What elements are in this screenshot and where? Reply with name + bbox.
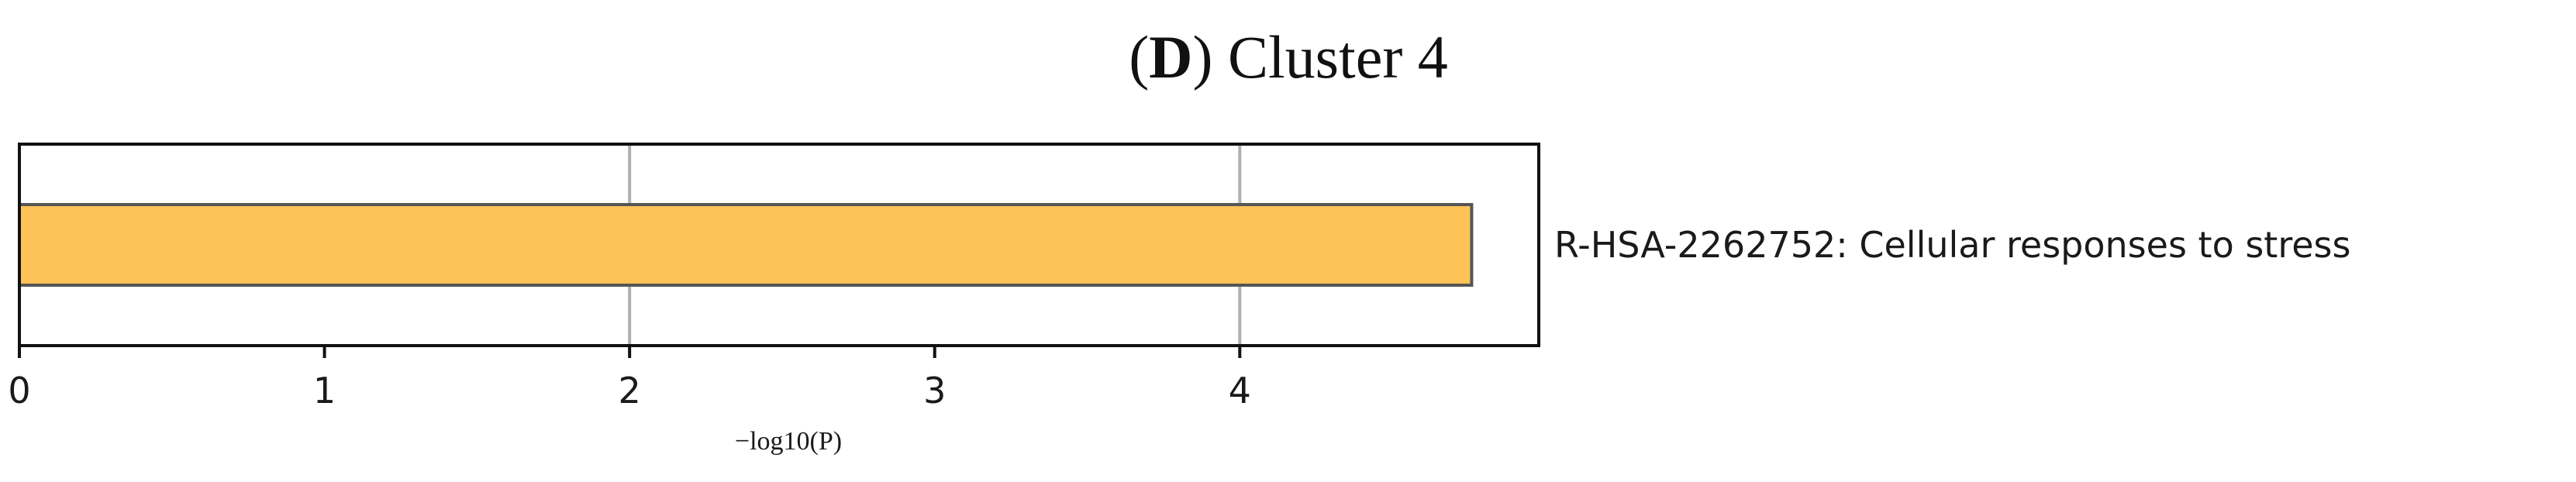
x-tick-label-1: 1	[313, 370, 336, 411]
chart-title-prefix: (	[1129, 23, 1149, 91]
x-tick-label-2: 2	[619, 370, 641, 411]
x-tick-label-0: 0	[8, 370, 30, 411]
x-axis-label: −log10(P)	[735, 427, 842, 456]
x-tick-label-4: 4	[1229, 370, 1251, 411]
chart-title-bold: D	[1149, 23, 1192, 91]
plot-frame	[18, 143, 1540, 347]
bars	[18, 203, 1474, 287]
x-axis-ticks: 0 1 2 3 4	[8, 346, 1251, 411]
x-tick-label-3: 3	[923, 370, 946, 411]
chart-title-suffix: ) Cluster 4	[1193, 23, 1448, 91]
bar-0	[18, 203, 1474, 287]
category-labels: R-HSA-2262752: Cellular responses to str…	[1554, 224, 2350, 266]
category-label-0: R-HSA-2262752: Cellular responses to str…	[1554, 224, 2350, 266]
chart-title: (D) Cluster 4	[1129, 23, 1448, 91]
